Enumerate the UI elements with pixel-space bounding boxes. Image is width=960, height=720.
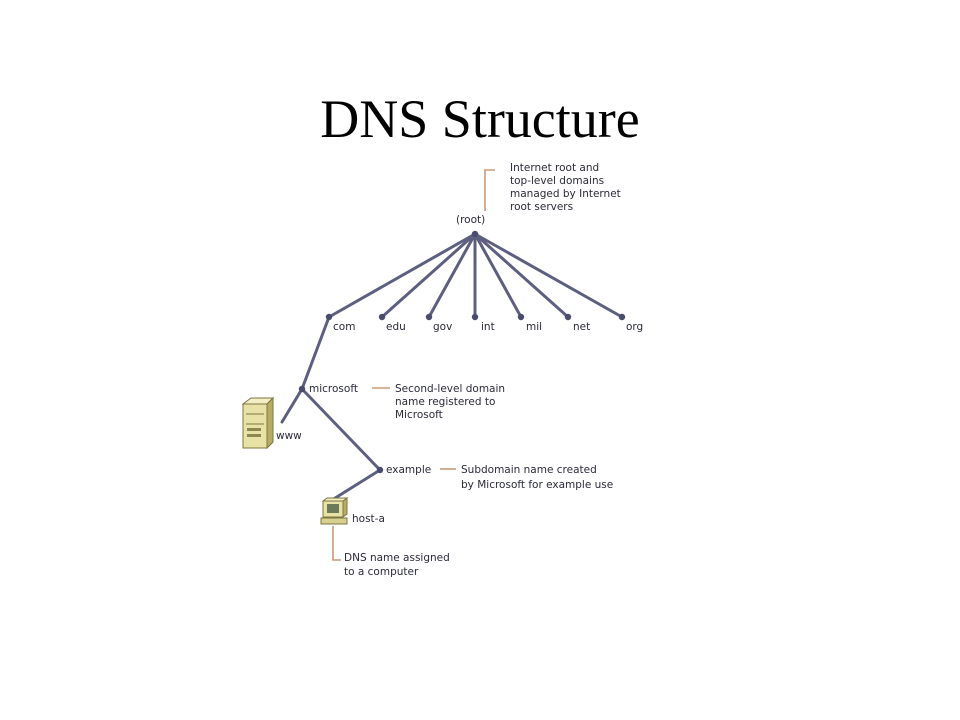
node-example [376,466,384,474]
host-note-line-2: to a computer [344,566,419,578]
tld-label-org: org [626,321,643,333]
second-level-note-line-2: name registered to [395,396,495,408]
tld-label-net: net [573,321,590,333]
subdomain-note-line-1: Subdomain name created [461,464,597,476]
second-level-note-line-3: Microsoft [395,409,443,421]
tld-label-com: com [333,321,355,333]
tld-label-mil: mil [526,321,542,333]
tree-lines [280,232,624,502]
root-note-line-2: top-level domains [510,175,604,187]
edge-root-org [473,232,624,319]
tree-nodes [298,230,626,474]
dns-tree-diagram: (root) Internet root and top-level domai… [240,158,650,578]
node-org [618,313,626,321]
edge-root-net [473,232,570,319]
host-note-bracket [332,526,341,561]
host-label: host-a [352,513,385,525]
edge-com-microsoft [300,315,331,391]
node-mil [517,313,525,321]
edge-example-host [330,468,382,502]
computer-icon [320,497,349,525]
edge-microsoft-www [280,387,304,424]
tld-label-edu: edu [386,321,406,333]
node-root [471,230,479,238]
node-microsoft [298,385,306,393]
slide-title: DNS Structure [320,89,640,149]
node-int [471,313,479,321]
edge-root-edu [380,232,477,319]
subdomain-note-line-2: by Microsoft for example use [461,479,613,491]
tld-label-gov: gov [433,321,452,333]
root-note-line-3: managed by Internet [510,188,621,200]
server-label: www [276,430,302,442]
server-icon [241,396,275,450]
subdomain-label: example [386,464,431,476]
edge-root-mil [473,232,523,319]
root-note-line-1: Internet root and [510,162,599,174]
node-com [325,313,333,321]
second-level-label: microsoft [309,383,358,395]
host-note-line-1: DNS name assigned [344,552,450,564]
edge-root-gov [427,232,477,319]
node-edu [378,313,386,321]
root-label: (root) [456,214,485,226]
edge-microsoft-example [300,387,382,472]
tld-label-int: int [481,321,495,333]
edge-root-com [327,232,477,319]
node-net [564,313,572,321]
annotation-brackets [332,169,495,561]
node-gov [425,313,433,321]
root-note-line-4: root servers [510,201,573,213]
second-level-note-line-1: Second-level domain [395,383,505,395]
root-note-bracket [484,169,495,211]
